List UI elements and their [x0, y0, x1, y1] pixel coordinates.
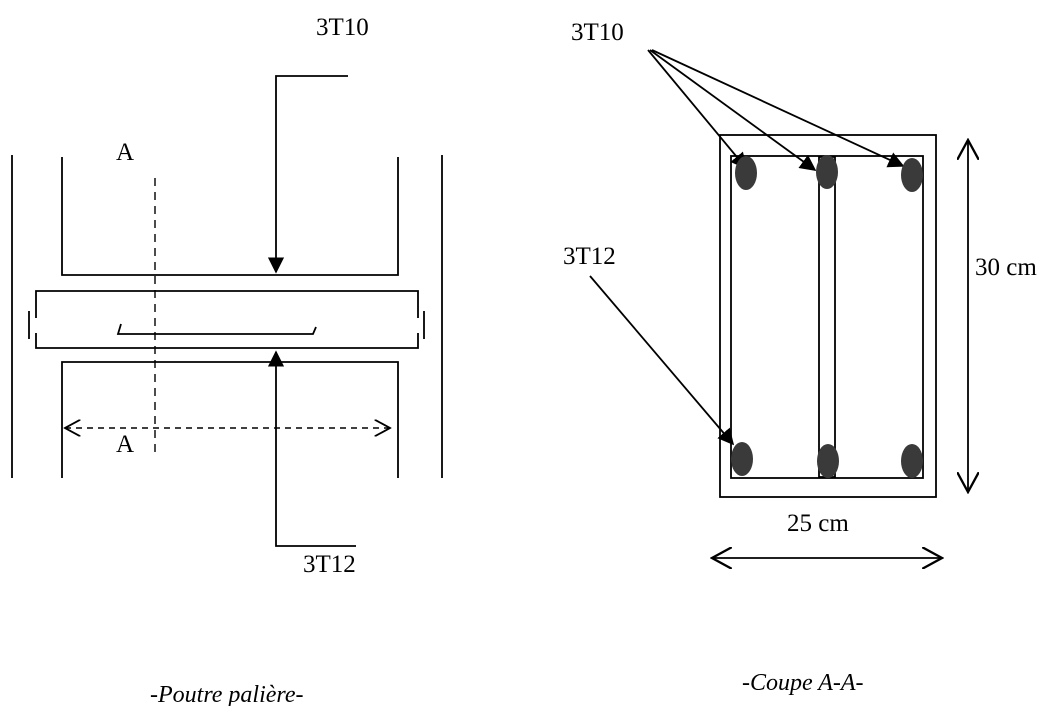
section-bottom-bars-label: 3T12 — [563, 243, 616, 270]
concrete-section-outline — [719, 134, 937, 498]
poutre-paliere-caption: -Poutre palière- — [150, 682, 304, 706]
outer-stirrup — [730, 155, 924, 479]
stirrup-symbol — [116, 323, 317, 335]
top-bar-leader-2 — [649, 49, 817, 171]
section-mark-bottom: A — [116, 431, 134, 458]
top-rebar-left — [735, 156, 757, 190]
bottom-rebar-middle — [817, 444, 839, 478]
section-mark-top: A — [116, 139, 134, 166]
left-bottom-bars-label: 3T12 — [303, 551, 356, 578]
lower-column-outline — [61, 361, 399, 478]
bottom-rebar-right — [901, 444, 923, 478]
rebar-group — [731, 155, 923, 478]
top-bar-leader-3 — [651, 49, 905, 168]
upper-column-outline — [61, 157, 399, 276]
top-rebar-middle — [816, 155, 838, 189]
section-top-bars-label: 3T10 — [571, 19, 624, 46]
beam-top-edge — [35, 290, 419, 318]
coupe-aa-caption: -Coupe A-A- — [742, 670, 864, 696]
bottom-rebar-left — [731, 442, 753, 476]
bottom-bar-leader-section — [589, 275, 735, 446]
beam-bottom-edge — [35, 333, 419, 349]
coupe-aa-view — [589, 49, 968, 558]
height-dimension-label: 30 cm — [975, 254, 1037, 281]
left-top-bars-label: 3T10 — [316, 14, 369, 41]
poutre-paliere-view — [11, 75, 443, 547]
width-dimension-label: 25 cm — [787, 510, 849, 537]
inner-stirrup — [818, 156, 836, 478]
top-bar-leader — [267, 75, 348, 274]
top-bar-leader-1 — [647, 49, 748, 170]
bottom-bar-leader — [267, 350, 356, 547]
top-rebar-right — [901, 158, 923, 192]
